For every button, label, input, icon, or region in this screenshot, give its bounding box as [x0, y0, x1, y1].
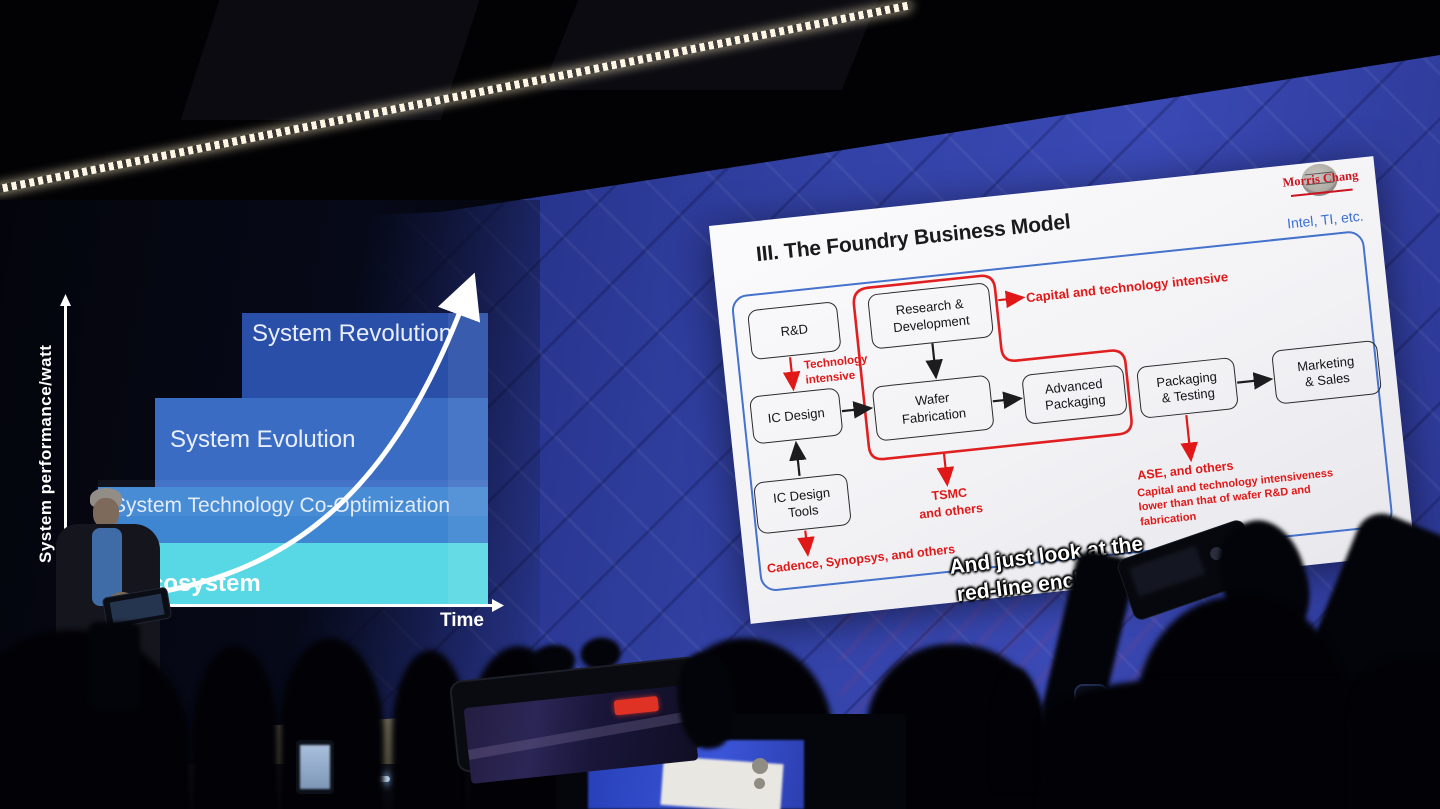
band-label-system-revolution: System Revolution — [252, 320, 453, 347]
band-system-evolution — [155, 398, 488, 487]
red-line-enclosure — [852, 274, 1133, 461]
box-rd: R&D — [746, 301, 842, 361]
arrow-to-capital-intensive — [998, 290, 1026, 309]
band-system-technology-co-optimization — [98, 487, 488, 543]
recording-indicator — [613, 695, 659, 716]
box-advanced-packaging: Advanced Packaging — [1021, 364, 1128, 425]
box-marketing-sales: Marketing & Sales — [1271, 339, 1383, 405]
y-axis-arrowhead — [60, 294, 71, 306]
arrow-ictools-to-icdesign — [789, 440, 807, 477]
camera-lens-circle — [754, 778, 765, 789]
x-axis-line — [58, 604, 495, 607]
led-panel-seam — [98, 480, 488, 516]
box-ic-design-tools: IC Design Tools — [753, 472, 852, 535]
arrow-rnd-to-waferfab — [925, 343, 943, 380]
flow-diagram-lines — [782, 274, 1274, 557]
raised-arm-left — [88, 622, 140, 712]
audience-head — [192, 646, 278, 809]
phone-screen — [109, 593, 165, 624]
glowing-phone-small — [296, 740, 334, 794]
presentation-slide: Morris Chang III. The Foundry Business M… — [708, 156, 1416, 624]
arrow-icdesign-to-waferfab — [841, 401, 874, 419]
arrow-waferfab-to-advpkg — [992, 391, 1024, 409]
box-ic-design: IC Design — [748, 387, 844, 445]
phone-screen — [1129, 545, 1206, 597]
arrow-to-ase — [1180, 415, 1198, 463]
speaker-face — [93, 498, 119, 528]
camera-lens-circle — [752, 758, 768, 774]
phone-body — [448, 655, 707, 784]
band-label-system-evolution: System Evolution — [170, 426, 356, 453]
box-packaging-testing: Packaging & Testing — [1136, 356, 1239, 419]
led-panel-seam — [448, 313, 488, 604]
band-label-system-technology-co-optimization: System Technology Co-Optimization — [112, 494, 451, 517]
x-axis-label: Time — [440, 610, 485, 631]
band-system-revolution — [242, 313, 488, 398]
y-axis-line — [64, 304, 67, 606]
arrow-to-cadence — [797, 530, 815, 557]
audience-head — [994, 668, 1040, 788]
arrow-rd-to-icdesign — [782, 357, 801, 392]
viewfinder-stage-line — [467, 710, 695, 760]
arrow-to-tsmc — [936, 453, 955, 487]
audience-head — [1350, 660, 1440, 809]
phone-screen — [300, 745, 330, 789]
arrow-pkgtest-to-mktsales — [1237, 372, 1274, 390]
